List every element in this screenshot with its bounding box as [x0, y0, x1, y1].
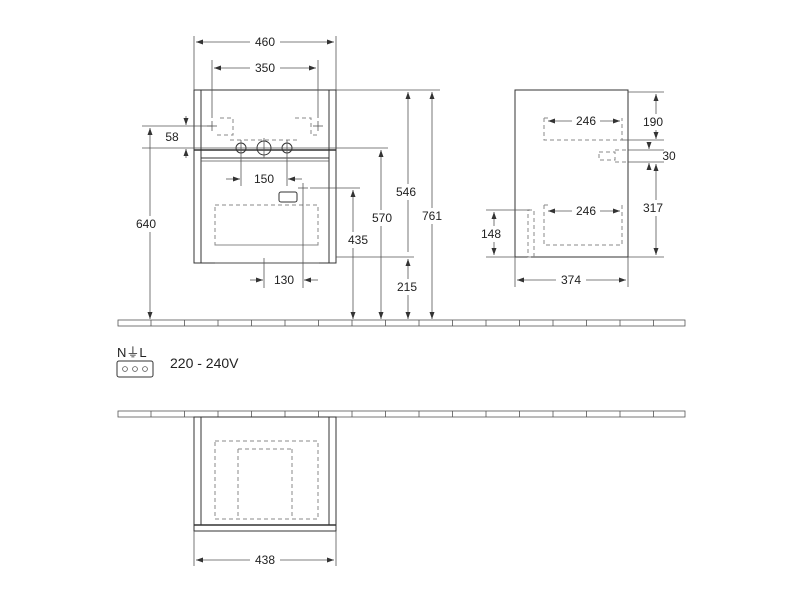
dim-246-top: 246: [548, 114, 620, 128]
dim-58: 58: [142, 116, 232, 158]
dim-label-130: 130: [274, 273, 294, 287]
nel-symbol-label: N⏚L: [117, 345, 147, 360]
dim-label-438: 438: [255, 553, 275, 567]
dim-374: 374: [514, 257, 629, 287]
dim-label-190: 190: [643, 115, 663, 129]
dim-label-435: 435: [348, 233, 368, 247]
dim-label-30: 30: [662, 149, 676, 163]
dim-215: 215: [336, 256, 422, 319]
dim-148: 148: [478, 209, 530, 258]
floor-line: [117, 319, 686, 327]
dim-190: 190: [622, 91, 666, 141]
electrical-legend: N⏚L 220 - 240V: [116, 345, 239, 378]
dim-label-350: 350: [255, 61, 275, 75]
dim-label-215: 215: [397, 280, 417, 294]
dim-30: 30: [628, 142, 676, 170]
dim-label-246-top: 246: [576, 114, 596, 128]
side-view-hidden-lines: [527, 117, 628, 258]
voltage-label: 220 - 240V: [170, 355, 239, 371]
dim-label-570: 570: [372, 211, 392, 225]
top-view-cabinet: [193, 416, 337, 532]
dim-label-374: 374: [561, 273, 581, 287]
front-view-cabinet: [193, 89, 337, 264]
front-view-hidden-lines: [214, 117, 319, 246]
dim-761: 761: [420, 92, 446, 319]
dim-label-546: 546: [396, 185, 416, 199]
side-view-cabinet: [514, 89, 629, 258]
dim-130: 130: [250, 193, 318, 288]
dim-label-761: 761: [422, 209, 442, 223]
dim-350: 350: [211, 60, 319, 118]
dim-label-148: 148: [481, 227, 501, 241]
dim-460: 460: [193, 34, 337, 90]
top-view-hidden-lines: [214, 440, 319, 520]
dim-label-460: 460: [255, 35, 275, 49]
dim-label-150: 150: [254, 172, 274, 186]
dim-150: 150: [226, 156, 302, 186]
dim-246-bottom: 246: [548, 204, 620, 218]
dim-435: 435: [310, 187, 370, 319]
dim-label-246-bottom: 246: [576, 204, 596, 218]
socket-icon: [116, 360, 154, 378]
dim-570: 570: [296, 147, 396, 319]
dim-label-317: 317: [643, 201, 663, 215]
dim-546: 546: [336, 89, 440, 252]
dim-317: 317: [628, 164, 666, 258]
dim-438: 438: [193, 531, 337, 567]
dim-label-640: 640: [136, 217, 156, 231]
wall-line: [117, 410, 686, 418]
socket-box: [278, 191, 298, 203]
dim-640: 640: [134, 128, 166, 319]
tap-holes: [232, 138, 296, 158]
dim-label-58: 58: [165, 130, 179, 144]
